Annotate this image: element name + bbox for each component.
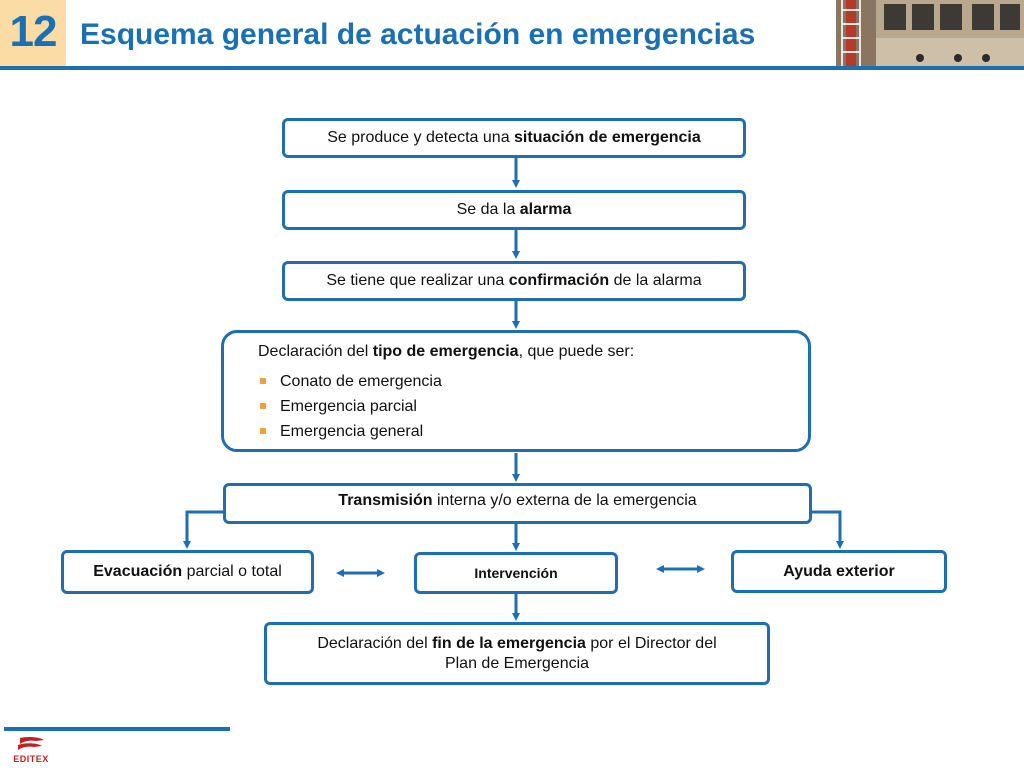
step-declare-type-box: Declaración del tipo de emergencia, que …: [221, 330, 811, 452]
step-external-help-text: Ayuda exterior: [783, 563, 895, 580]
list-item: Emergencia general: [258, 419, 808, 444]
step-confirm-box: Se tiene que realizar una confirmación d…: [282, 261, 746, 301]
step-end-line2: Plan de Emergencia: [444, 654, 590, 672]
step-end-box: Declaración del fin de la emergencia por…: [264, 622, 770, 685]
header-rule: [0, 66, 1024, 70]
step-external-help-box: Ayuda exterior: [731, 550, 947, 593]
step-detect-text: Se produce y detecta una situación de em…: [327, 129, 701, 146]
step-declare-type-intro: Declaración del tipo de emergencia, que …: [258, 343, 635, 360]
arrow-transmit-to-help: [810, 510, 844, 549]
step-end-line1: Declaración del fin de la emergencia por…: [317, 634, 717, 652]
step-confirm-text: Se tiene que realizar una confirmación d…: [326, 272, 702, 289]
step-transmit-box: Transmisión interna y/o externa de la em…: [223, 483, 812, 524]
list-item: Emergencia parcial: [258, 394, 808, 419]
step-alarm-box: Se da la alarma: [282, 190, 746, 230]
step-intervention-text: Intervención: [474, 565, 558, 581]
footer-rule: [4, 727, 230, 731]
step-transmit-text: Transmisión interna y/o externa de la em…: [338, 492, 697, 509]
chapter-number-badge: 12: [0, 0, 66, 66]
arrow-transmit-to-evacuation: [183, 510, 223, 549]
building-photo-icon: [836, 0, 1024, 66]
emergency-type-list: Conato de emergencia Emergencia parcial …: [258, 369, 808, 444]
slide-title: Esquema general de actuación en emergenc…: [80, 18, 756, 51]
step-alarm-text: Se da la alarma: [456, 201, 572, 218]
list-item: Conato de emergencia: [258, 369, 808, 394]
slide-header: 12 Esquema general de actuación en emerg…: [0, 0, 1024, 70]
step-detect-box: Se produce y detecta una situación de em…: [282, 118, 746, 158]
step-evacuation-text: Evacuación parcial o total: [93, 563, 282, 580]
publisher-logo-text: EDITEX: [13, 754, 49, 764]
step-evacuation-box: Evacuación parcial o total: [61, 550, 314, 594]
header-photo: [836, 0, 1024, 66]
editex-logo-icon: [18, 736, 44, 750]
step-intervention-box: Intervención: [414, 552, 618, 594]
